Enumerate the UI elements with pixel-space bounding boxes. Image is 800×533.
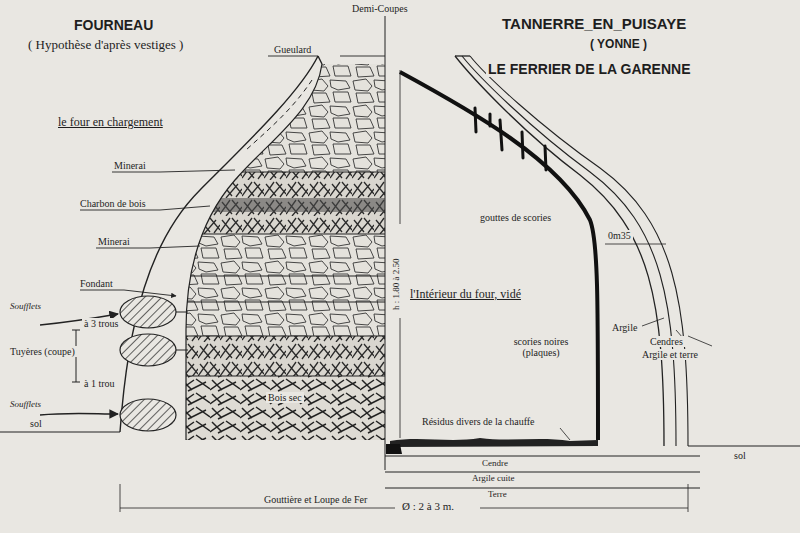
part-label: sol (732, 450, 748, 461)
part-label: Minerai (96, 236, 132, 247)
section-label: le four en chargement (56, 116, 165, 129)
section-note: Demi-Coupes (350, 3, 410, 14)
part-label: Minerai (112, 160, 148, 171)
part-label: Cendres (648, 336, 685, 347)
part-label: Fondant (78, 278, 115, 289)
part-label: à 1 trou (82, 378, 117, 389)
part-label: scories noires (plaques) (500, 336, 582, 358)
part-label: Bois sec (266, 392, 304, 403)
region-text: ( YONNE ) (588, 38, 649, 51)
part-label: Résidus divers de la chauffe (420, 416, 537, 427)
part-label: à 3 trous (82, 318, 120, 329)
site-title: LE FERRIER DE LA GARENNE (486, 62, 693, 77)
part-label: Cendre (480, 459, 510, 469)
part-label: Soufflets (8, 400, 43, 410)
place-title: TANNERRE_EN_PUISAYE (500, 16, 688, 33)
section-label: l'Intérieur du four, vidé (408, 288, 523, 301)
part-label: Argile cuite (470, 474, 517, 484)
part-label: Argile et terre (640, 349, 700, 360)
dimension-label: h : 1.80 à 2.50 (392, 257, 402, 313)
part-label: Gueulard (272, 44, 313, 55)
part-label: Argile (610, 322, 639, 333)
dimension-label: 0m35 (606, 230, 633, 241)
part-label: sol (28, 418, 44, 429)
part-label: Charbon de bois (78, 198, 148, 209)
part-label: gouttes de scories (478, 212, 553, 223)
title-text: FOURNEAU (72, 18, 155, 33)
part-label: Soufflets (8, 302, 43, 312)
part-label: Gouttière et Loupe de Fer (262, 494, 369, 505)
part-label: Terre (486, 490, 509, 500)
dimension-label: Ø : 2 à 3 m. (400, 500, 456, 512)
part-label: Tuyères (coupe) (8, 346, 77, 357)
subtitle-text: ( Hypothèse d'après vestiges ) (26, 38, 185, 52)
